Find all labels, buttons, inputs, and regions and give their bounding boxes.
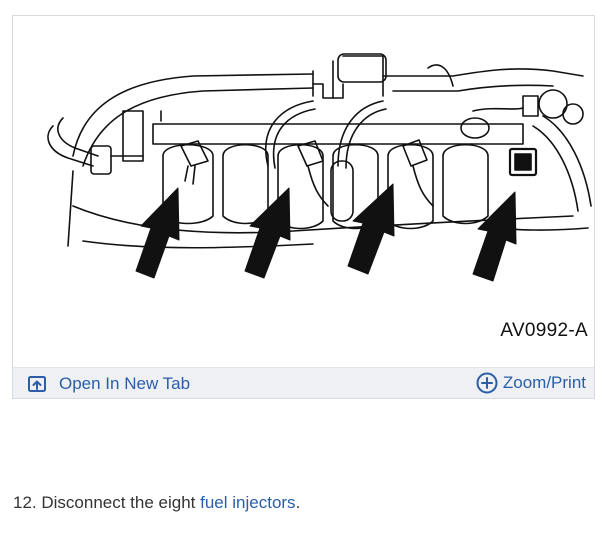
arrow-4 — [472, 191, 517, 282]
upper-hose — [382, 68, 584, 77]
engine-line-drawing — [47, 53, 592, 282]
open-in-new-tab-button[interactable]: Open In New Tab — [27, 372, 190, 396]
intake-hose-line — [72, 73, 314, 157]
arrow-3 — [347, 183, 395, 275]
fuel-rail — [152, 123, 524, 145]
fuel-injectors-link[interactable]: fuel injectors — [200, 493, 296, 512]
open-in-new-tab-label: Open In New Tab — [59, 374, 191, 393]
injector-arrows — [135, 183, 517, 282]
zoom-print-label: Zoom/Print — [502, 373, 586, 392]
engine-lower-contour — [72, 205, 574, 234]
center-tube — [345, 108, 387, 169]
figure-code-label: AV0992-A — [500, 320, 588, 341]
step-text-suffix: . — [295, 493, 301, 512]
figure-card: AV0992-A Open In New Tab — [12, 15, 595, 399]
valve-body — [538, 89, 568, 119]
open-in-new-tab-icon — [27, 374, 47, 394]
vacuum-line — [427, 64, 454, 87]
step-instruction: 12. Disconnect the eight fuel injectors. — [13, 493, 300, 513]
valve-connector — [522, 95, 539, 117]
valve-line — [472, 107, 524, 112]
center-tube — [265, 100, 314, 167]
engine-diagram: AV0992-A — [13, 16, 594, 367]
arrow-2 — [244, 187, 291, 279]
zoom-print-button[interactable]: Zoom/Print — [476, 370, 586, 396]
arrow-1 — [135, 187, 180, 279]
center-tube — [337, 100, 384, 167]
left-hose — [57, 117, 99, 157]
fitting — [460, 117, 490, 139]
hose-clamp — [90, 145, 112, 175]
pressure-regulator — [330, 160, 354, 222]
injector-connectors — [180, 139, 538, 207]
step-text-prefix: 12. Disconnect the eight — [13, 493, 201, 512]
upper-hose — [392, 84, 554, 92]
zoom-plus-circle-icon — [476, 372, 498, 394]
injector-group — [162, 144, 489, 230]
engine-lower-contour — [82, 240, 314, 249]
right-hose — [542, 115, 592, 207]
left-hose — [47, 125, 94, 167]
throttle-body — [337, 53, 387, 83]
center-tube — [272, 108, 316, 169]
figure-toolbar: Open In New Tab Zoom/Print — [13, 367, 594, 398]
valve-body — [562, 103, 584, 125]
rail-bracket — [122, 110, 144, 162]
right-hose — [532, 125, 579, 212]
left-edge — [67, 170, 74, 247]
sensor-connector — [312, 83, 344, 99]
